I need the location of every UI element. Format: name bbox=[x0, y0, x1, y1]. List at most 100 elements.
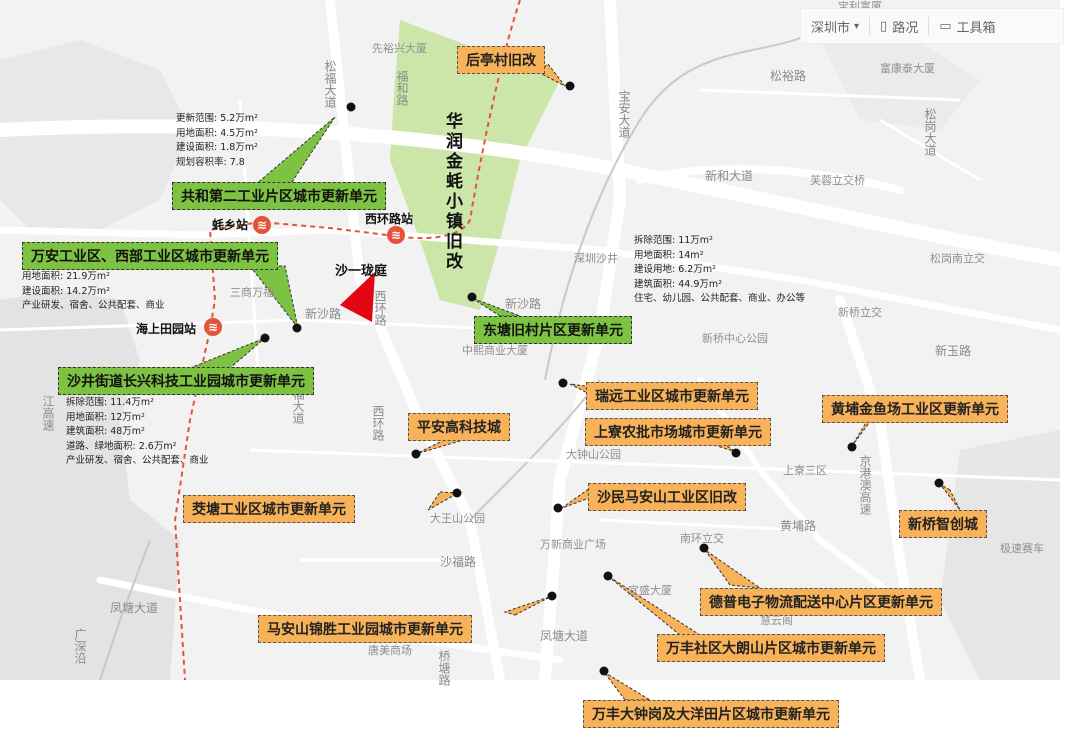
poi-labels: 先裕兴大厦 富康泰大厦 宝利富厦 芙蓉立交桥 松岗南立交 新桥立交 深圳沙井 中… bbox=[230, 0, 1044, 657]
poi-zhongzhi: 中熙商业大厦 bbox=[462, 343, 528, 357]
road-xinsha: 新沙路 bbox=[305, 306, 341, 321]
map-toolbar: 深圳市 ▾ ▯ 路况 ▭ 工具箱 bbox=[800, 8, 1064, 44]
northwest-area bbox=[0, 40, 190, 230]
road-songfu: 松福大道 bbox=[323, 60, 337, 108]
info-line: 用地面积: 12万m² bbox=[66, 411, 145, 423]
poi-shenzhenshajing: 深圳沙井 bbox=[574, 251, 618, 265]
label-shangliao[interactable]: 上寮农批市场城市更新单元 bbox=[585, 418, 771, 446]
road-songgang: 松岗大道 bbox=[923, 108, 937, 156]
info-line: 更新范围: 5.2万m² bbox=[176, 113, 258, 124]
northeast-area bbox=[820, 30, 980, 130]
info-line: 产业研发、宿舍、公共配套、商业 bbox=[66, 455, 209, 466]
road-xihuan: 西环路 bbox=[373, 290, 387, 327]
metro-icon: ≋ bbox=[387, 226, 405, 244]
poi-xinqiaozhongxin: 新桥中心公园 bbox=[702, 331, 768, 345]
poi-xianyu: 先裕兴大厦 bbox=[372, 41, 427, 55]
info-line: 用地面积: 4.5万m² bbox=[176, 127, 258, 139]
traffic-button[interactable]: ▯ 路况 bbox=[870, 17, 928, 36]
road-fengtang2: 凤塘大道 bbox=[540, 628, 588, 643]
info-changxing: 拆除范围: 11.4万m² 用地面积: 12万m² 建筑面积: 48万m² 道路… bbox=[66, 396, 209, 469]
label-xinqiao[interactable]: 新桥智创城 bbox=[899, 510, 987, 538]
road-gangkou: 京港澳高速 bbox=[858, 455, 872, 515]
info-line: 用地面积: 14m² bbox=[634, 249, 704, 261]
info-line: 用地面积: 21.9万m² bbox=[22, 271, 110, 282]
poi-shangliaosanqu: 上寮三区 bbox=[783, 463, 827, 477]
road-yanjiang: 江高速 bbox=[41, 395, 55, 431]
road-qiaotang: 桥塘路 bbox=[437, 650, 451, 687]
poi-xinqiao: 新桥立交 bbox=[838, 305, 882, 319]
road-fuhe: 福和路 bbox=[395, 69, 409, 107]
info-line: 住宅、幼儿园、公共配套、商业、办公等 bbox=[634, 293, 806, 304]
info-line: 拆除范围: 11.4万m² bbox=[66, 397, 154, 408]
label-wanfeng[interactable]: 万丰社区大朗山片区城市更新单元 bbox=[657, 634, 885, 662]
road-xinhe: 新和大道 bbox=[705, 168, 753, 183]
traffic-light-icon: ▯ bbox=[880, 18, 888, 34]
info-line: 建筑面积: 44.9万m² bbox=[634, 278, 722, 290]
label-dongtang[interactable]: 东塘旧村片区更新单元 bbox=[474, 316, 632, 344]
poi-fukangtai: 富康泰大厦 bbox=[880, 61, 935, 75]
info-line: 建设用地: 6.2万m² bbox=[634, 264, 716, 275]
toolbar-divider bbox=[928, 17, 930, 35]
info-dongtang: 拆除范围: 11万m² 用地面积: 14m² 建设用地: 6.2万m² 建筑面积… bbox=[634, 234, 805, 307]
label-gonghe[interactable]: 共和第二工业片区城市更新单元 bbox=[172, 182, 386, 210]
info-line: 建设面积: 14.2万m² bbox=[22, 285, 110, 297]
label-pingan[interactable]: 平安高科技城 bbox=[408, 413, 510, 441]
label-shamin[interactable]: 沙民马安山工业区旧改 bbox=[588, 483, 746, 511]
label-changxing[interactable]: 沙井街道长兴科技工业园城市更新单元 bbox=[58, 367, 314, 395]
green-pointers bbox=[189, 116, 521, 369]
city-selector[interactable]: 深圳市 ▾ bbox=[801, 17, 869, 36]
info-line: 产业研发、宿舍、公共配套、商业 bbox=[22, 300, 165, 311]
city-label: 深圳市 bbox=[811, 20, 851, 36]
poi-dawangshan: 大王山公园 bbox=[430, 511, 485, 525]
info-line: 建设面积: 1.8万m² bbox=[176, 142, 258, 153]
info-wanan: 用地面积: 21.9万m² 建设面积: 14.2万m² 产业研发、宿舍、公共配套… bbox=[22, 270, 165, 314]
road-xihuan2: 西环路 bbox=[371, 405, 385, 442]
toolbox-button[interactable]: ▭ 工具箱 bbox=[929, 17, 1005, 36]
poi-huiyun: 慧云阁 bbox=[760, 613, 793, 627]
poi-furong: 芙蓉立交桥 bbox=[810, 173, 865, 187]
toolbar-divider bbox=[869, 17, 871, 35]
label-depu[interactable]: 德普电子物流配送中心片区更新单元 bbox=[700, 588, 942, 616]
minor-roads bbox=[0, 88, 1061, 562]
poi-dazhongshan: 大钟山公园 bbox=[566, 447, 621, 461]
info-line: 建筑面积: 48万m² bbox=[66, 426, 145, 437]
poi-yisheng: 宜盛大厦 bbox=[628, 583, 672, 597]
station-haishang[interactable]: 海上田园站 bbox=[136, 322, 197, 336]
station-haoxiang[interactable]: 蚝乡站 bbox=[212, 218, 249, 232]
poi-sanshang: 三商万福 bbox=[230, 285, 274, 299]
road-labels: 松福大道 福和路 宝安大道 松裕路 西环路 新沙路 新沙路 西环路 福大道 沙福… bbox=[41, 60, 971, 687]
traffic-label: 路况 bbox=[892, 20, 919, 36]
station-xihuanlu[interactable]: 西环路站 bbox=[365, 212, 414, 226]
info-gonghe: 更新范围: 5.2万m² 用地面积: 4.5万m² 建设面积: 1.8万m² 规… bbox=[176, 112, 258, 170]
road-songyu: 松裕路 bbox=[770, 68, 806, 83]
chevron-down-icon: ▾ bbox=[854, 20, 860, 32]
east-area bbox=[940, 430, 1060, 680]
label-wanfengdazhong[interactable]: 万丰大钟岗及大洋田片区城市更新单元 bbox=[583, 700, 839, 728]
metro-icon: ≋ bbox=[204, 318, 222, 336]
poi-wanxin: 万新商业广场 bbox=[540, 537, 606, 551]
info-line: 拆除范围: 11万m² bbox=[634, 235, 713, 246]
shayi-label: 沙一珑庭 bbox=[335, 264, 388, 279]
label-wanan[interactable]: 万安工业区、西部工业区城市更新单元 bbox=[22, 242, 278, 270]
toolbox-icon: ▭ bbox=[939, 18, 952, 34]
label-futang[interactable]: 茭塘工业区城市更新单元 bbox=[183, 495, 355, 523]
road-guangshen: 广深沿 bbox=[73, 628, 87, 664]
shayi-marker-icon bbox=[340, 272, 375, 322]
poi-tangmei: 唐美商场 bbox=[368, 643, 412, 657]
toolbox-label: 工具箱 bbox=[956, 20, 996, 36]
road-baoan: 宝安大道 bbox=[617, 90, 631, 138]
huarun-area-label: 华润金蚝小镇旧改 bbox=[446, 112, 463, 272]
info-line: 规划容积率: 7.8 bbox=[176, 156, 245, 168]
metro-icon: ≋ bbox=[253, 216, 271, 234]
expressway-lines bbox=[99, 29, 821, 681]
label-maanshan[interactable]: 马安山锦胜工业园城市更新单元 bbox=[258, 615, 472, 643]
label-houting[interactable]: 后亭村旧改 bbox=[457, 46, 545, 74]
info-line: 道路、绿地面积: 2.6万m² bbox=[66, 440, 177, 452]
road-shafu: 沙福路 bbox=[440, 554, 476, 569]
label-huangpu[interactable]: 黄埔金鱼场工业区更新单元 bbox=[822, 395, 1008, 423]
road-fufu: 福大道 bbox=[291, 387, 305, 424]
label-ruiyuan[interactable]: 瑞远工业区城市更新单元 bbox=[586, 382, 758, 410]
road-huangpu: 黄埔路 bbox=[780, 518, 816, 533]
road-xinyu: 新玉路 bbox=[935, 343, 971, 358]
